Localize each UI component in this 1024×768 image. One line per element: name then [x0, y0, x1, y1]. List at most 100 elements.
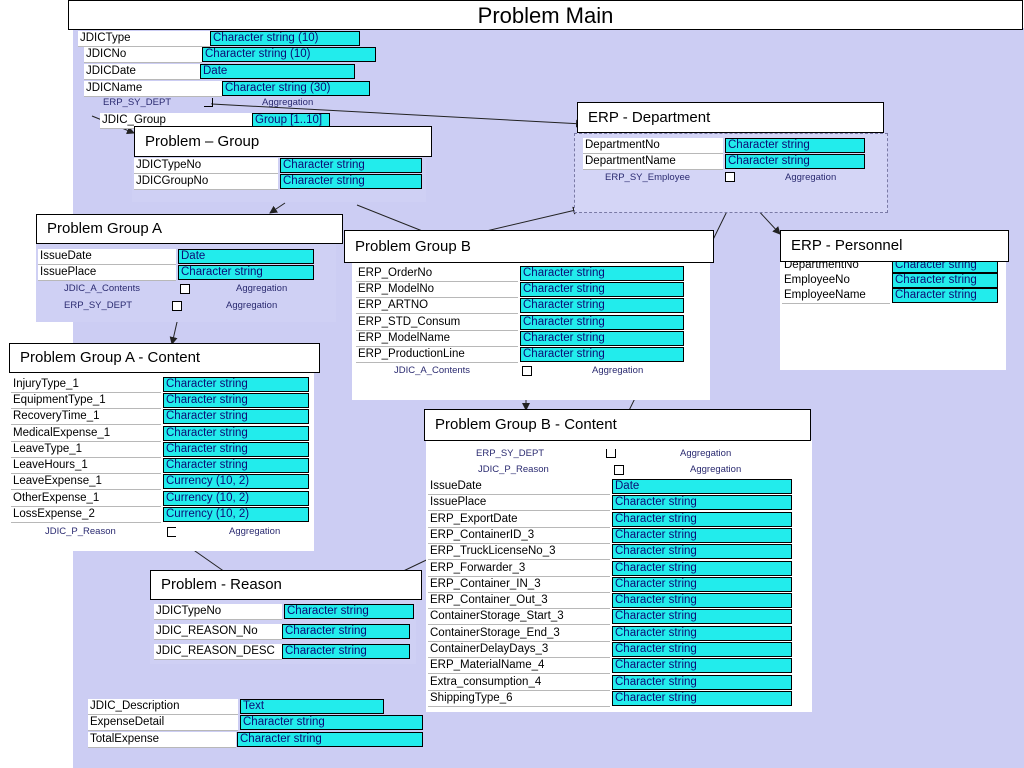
aggregation-label: Aggregation [236, 283, 288, 294]
aggregation-label: Aggregation [592, 365, 644, 376]
field-type: Character string [163, 458, 309, 473]
field-type: Date [200, 64, 355, 79]
field-name: JDIC_REASON_No [154, 624, 282, 640]
field-type: Character string [178, 265, 314, 280]
field-name: ERP_OrderNo [356, 266, 518, 282]
field-type: Character string [280, 174, 422, 189]
field-name: ERP_Container_IN_3 [428, 577, 610, 593]
aggregation-box[interactable] [167, 527, 176, 537]
field-name: JDIC_Description [88, 699, 238, 715]
field-name: EmployeeName [782, 288, 890, 304]
field-name: DepartmentNo [583, 138, 723, 154]
aggregation-name: JDIC_A_Contents [64, 283, 141, 294]
field-name: ShippingType_6 [428, 691, 610, 707]
field-type: Character string [612, 642, 792, 657]
erp-department-header[interactable]: ERP - Department [577, 102, 884, 133]
problem-group-header[interactable]: Problem – Group [134, 126, 432, 157]
group-a-content-header[interactable]: Problem Group A - Content [9, 343, 320, 373]
field-type: Character string [163, 426, 309, 441]
field-type: Character string [520, 282, 684, 297]
field-name: ERP_ContainerID_3 [428, 528, 610, 544]
field-name: ContainerStorage_Start_3 [428, 609, 610, 625]
aggregation-label: Aggregation [262, 97, 314, 108]
group-b-content-entity: ERP_SY_DEPT Aggregation JDIC_P_Reason Ag… [426, 440, 812, 712]
aggregation-name: ERP_SY_Employee [605, 172, 691, 183]
field-name: IssueDate [428, 479, 610, 495]
field-name: EmployeeNo [782, 273, 890, 289]
field-name: JDICName [84, 81, 222, 97]
field-type: Character string [725, 154, 865, 169]
problem-group-entity: JDICTypeNo Character string JDICGroupNo … [132, 156, 426, 202]
field-name: TotalExpense [88, 732, 236, 748]
field-type: Character string [892, 288, 998, 303]
aggregation-box[interactable] [614, 465, 624, 475]
field-name: ERP_ModelName [356, 331, 518, 347]
aggregation-box[interactable] [180, 284, 190, 294]
field-type: Currency (10, 2) [163, 474, 309, 489]
aggregation-box[interactable] [606, 449, 616, 458]
field-name: JDICDate [84, 64, 200, 80]
field-type: Character string (30) [222, 81, 370, 96]
field-type: Character string [520, 347, 684, 362]
aggregation-box[interactable] [725, 172, 735, 182]
group-b-content-header[interactable]: Problem Group B - Content [424, 409, 811, 441]
field-name: IssuePlace [428, 495, 610, 511]
aggregation-label: Aggregation [680, 448, 732, 459]
field-type: Date [612, 479, 792, 494]
field-name: ERP_ProductionLine [356, 347, 518, 363]
field-type: Currency (10, 2) [163, 507, 309, 522]
field-name: OtherExpense_1 [11, 491, 161, 507]
problem-group-b-header[interactable]: Problem Group B [344, 230, 714, 263]
erp-department-entity: DepartmentNo Character string Department… [574, 133, 888, 213]
field-name: MedicalExpense_1 [11, 426, 161, 442]
field-name: Extra_consumption_4 [428, 675, 610, 691]
problem-group-a-header[interactable]: Problem Group A [36, 214, 343, 244]
field-type: Character string (10) [210, 31, 360, 46]
field-name: LeaveType_1 [11, 442, 161, 458]
field-name: LeaveHours_1 [11, 458, 161, 474]
problem-reason-header[interactable]: Problem - Reason [150, 570, 422, 600]
field-type: Character string [237, 732, 423, 747]
field-type: Character string [282, 624, 410, 639]
field-name: DepartmentName [583, 154, 723, 170]
field-type: Character string [163, 377, 309, 392]
field-name: IssuePlace [38, 265, 176, 281]
page-title: Problem Main [68, 0, 1023, 30]
field-type: Date [178, 249, 314, 264]
field-type: Character string [612, 512, 792, 527]
field-type: Character string [240, 715, 423, 730]
field-name: ERP_Container_Out_3 [428, 593, 610, 609]
field-name: ERP_ARTNO [356, 298, 518, 314]
field-type: Character string [725, 138, 865, 153]
field-type: Character string [612, 561, 792, 576]
aggregation-name: ERP_SY_DEPT [476, 448, 545, 459]
field-type: Character string [612, 609, 792, 624]
field-type: Character string [612, 691, 792, 706]
field-name: ERP_ExportDate [428, 512, 610, 528]
aggregation-box[interactable] [522, 366, 532, 376]
field-name: LossExpense_2 [11, 507, 161, 523]
aggregation-label: Aggregation [229, 526, 281, 537]
field-name: ERP_STD_Consum [356, 315, 518, 331]
erp-personnel-header[interactable]: ERP - Personnel [780, 230, 1009, 262]
field-type: Character string [520, 331, 684, 346]
field-type: Character string [612, 495, 792, 510]
field-name: ERP_MaterialName_4 [428, 658, 610, 674]
aggregation-label: Aggregation [226, 300, 278, 311]
field-name: ContainerStorage_End_3 [428, 626, 610, 642]
field-type: Character string [520, 315, 684, 330]
field-type: Character string [612, 626, 792, 641]
aggregation-label: Aggregation [690, 464, 742, 475]
aggregation-name: JDIC_P_Reason [478, 464, 549, 475]
problem-reason-entity: JDICTypeNo Character string JDIC_REASON_… [150, 600, 416, 664]
aggregation-box[interactable] [172, 301, 182, 311]
aggregation-box[interactable] [204, 98, 213, 107]
aggregation-name: ERP_SY_DEPT [64, 300, 133, 311]
field-type: Character string [892, 273, 998, 288]
field-type: Character string [284, 604, 414, 619]
field-type: Character string [282, 644, 410, 659]
field-type: Character string [612, 528, 792, 543]
field-name: JDICTypeNo [154, 604, 282, 620]
field-type: Character string [520, 298, 684, 313]
field-type: Text [240, 699, 384, 714]
